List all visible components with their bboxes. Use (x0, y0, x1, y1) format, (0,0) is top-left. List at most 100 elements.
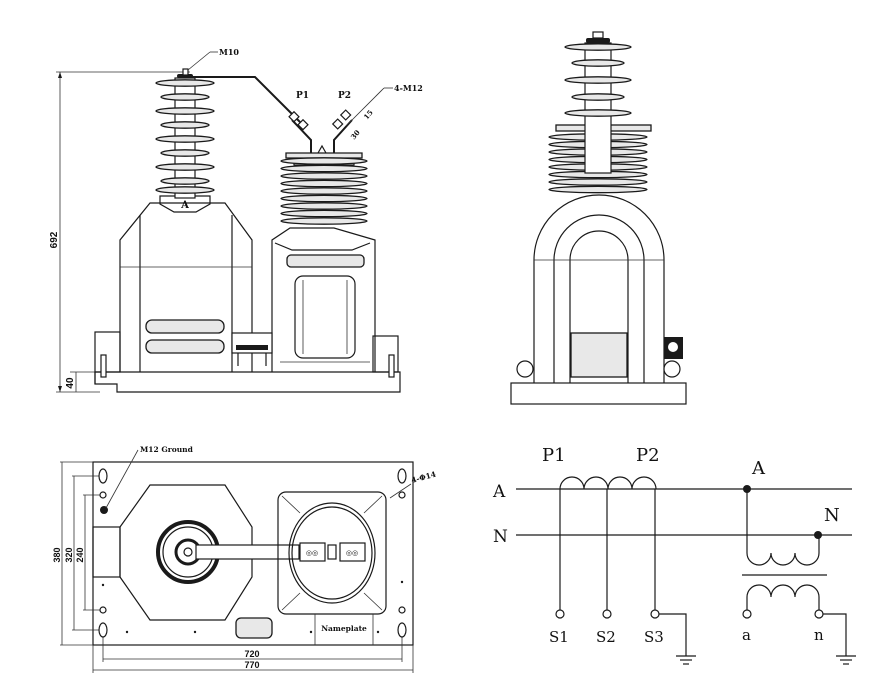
ct-terminal-hole (183, 547, 193, 557)
label-terminal-bolts: 4-M12 (394, 83, 423, 93)
side-top-terminal (592, 31, 604, 39)
vt-insulator-ring (288, 502, 376, 604)
leader-line (345, 87, 385, 127)
label-holes: 4-Φ14 (410, 470, 437, 485)
insulator-shed (160, 177, 210, 185)
base-plate (94, 371, 401, 393)
insulator-shed (155, 107, 215, 115)
label-s3: S3 (644, 628, 664, 646)
vt-top-plate (285, 152, 363, 159)
dimension-770: 770 (244, 660, 259, 670)
left-insulator (177, 68, 193, 78)
terminal-box-legs (237, 353, 267, 366)
rivet-dot (193, 630, 197, 634)
label-nameplate: Nameplate (321, 624, 367, 633)
label-p1: P1 (296, 91, 309, 101)
lifting-eye-right (663, 360, 681, 378)
leader-line (389, 483, 412, 499)
center-mark (317, 144, 327, 154)
insulator-shed (155, 79, 215, 87)
ct-side-block (92, 526, 121, 578)
front-view: 692 40 A M10 (49, 47, 423, 393)
clamp-gap (327, 544, 337, 560)
left-bracket (94, 331, 121, 373)
label-neutral-line: N (493, 527, 508, 547)
side-mid-arch (553, 214, 645, 383)
terminal-stud (182, 68, 189, 76)
vt-insulator-shed (280, 172, 368, 180)
label-ct-p1: P1 (542, 445, 566, 466)
label-ct-p2: P2 (636, 445, 660, 466)
top-view: 380 320 240 720 770 M12 Ground (52, 445, 437, 673)
side-top-cap (586, 38, 610, 43)
vt-insulator-shed (280, 194, 368, 203)
vt-insulator-shed (280, 164, 368, 173)
label-n: n (814, 626, 824, 644)
primary-bus-bar (195, 544, 300, 560)
insulator-shed (160, 93, 210, 101)
side-insulator-shed (571, 59, 625, 67)
terminal-s3 (650, 609, 660, 619)
vt-insulator-shed (280, 202, 368, 210)
dimension-320: 320 (64, 547, 74, 562)
bolt-right (388, 354, 395, 378)
p1-clamp (299, 542, 326, 562)
vt-window (294, 275, 356, 359)
leader-line (187, 51, 211, 71)
side-nameplate (570, 332, 628, 378)
dimension-240: 240 (75, 547, 85, 562)
schematic: A N P1 P2 S1 S2 S3 A N a n (492, 445, 856, 665)
right-bracket (372, 335, 399, 373)
mounting-hole (398, 606, 406, 614)
rivet-dot (309, 630, 313, 634)
insulator-shed (155, 135, 215, 143)
side-insulator-shed (571, 93, 625, 101)
rivet-dot (400, 580, 404, 584)
terminal-s1 (555, 609, 565, 619)
bolt-glyph: ◎◎ (346, 548, 358, 557)
bolt-left (100, 354, 107, 378)
dimension-height: 692 (49, 231, 60, 248)
rivet-dot (376, 630, 380, 634)
label-p2: P2 (338, 91, 351, 101)
side-vt-shed (548, 178, 648, 186)
ground-icon (836, 655, 856, 665)
ct-body (119, 202, 253, 372)
mounting-hole (99, 606, 107, 614)
side-vt-shed (548, 185, 648, 194)
label-a: a (742, 626, 751, 644)
label-s2: S2 (596, 628, 616, 646)
vt-insulator-shed (280, 157, 368, 165)
mounting-slot (397, 622, 407, 638)
insulator-shed (160, 149, 210, 157)
bolt-dim-30: 30 (349, 128, 362, 141)
leader-line (105, 449, 139, 509)
terminal-box-hole (668, 342, 678, 352)
ct-primary-coil (559, 476, 657, 490)
side-outer-arch (533, 194, 665, 383)
vt-shoulder (274, 242, 371, 251)
side-insulator-shed (564, 76, 632, 84)
p1-terminal (291, 119, 312, 153)
terminal-n (814, 609, 824, 619)
lifting-eye-left (516, 360, 534, 378)
label-phase-line: A (492, 482, 506, 502)
phase-mark: A (180, 200, 189, 211)
mounting-slot (397, 468, 407, 484)
vt-primary-coil (746, 489, 820, 566)
p2-terminal (333, 119, 353, 153)
vt-insulator-shed (280, 217, 368, 225)
insulator-shed (160, 121, 210, 129)
arrow-icon (58, 72, 62, 78)
label-vt-a: A (751, 458, 766, 479)
rivet-dot (125, 630, 129, 634)
rivet-dot (101, 583, 105, 587)
terminal-cap (177, 74, 193, 78)
terminal-box-top (235, 617, 273, 639)
vt-insulator-shed (280, 187, 368, 195)
p2-bolts (331, 109, 352, 130)
primary-lead (192, 76, 301, 123)
n-ground-lead (823, 613, 847, 656)
vt-insulator-shed (280, 209, 368, 218)
